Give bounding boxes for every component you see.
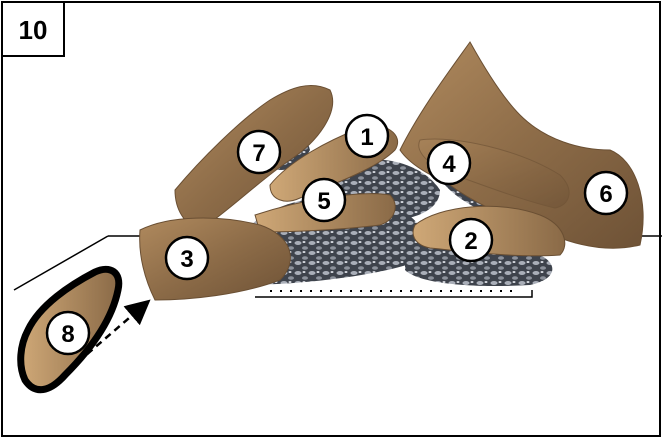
badge-log-4: 4 [428,142,470,184]
badge-log-1: 1 [346,115,388,157]
label-log-5: 5 [317,188,330,215]
label-log-3: 3 [180,246,193,273]
label-log-2: 2 [464,228,477,255]
badge-log-7: 7 [238,131,280,173]
badge-log-2: 2 [450,219,492,261]
label-log-4: 4 [442,151,456,178]
step-number: 10 [19,15,48,45]
badge-log-6: 6 [585,172,627,214]
label-log-1: 1 [360,124,373,151]
badge-log-5: 5 [303,179,345,221]
badge-log-8: 8 [47,312,89,354]
label-log-7: 7 [252,140,265,167]
step-number-box: 10 [2,2,64,56]
label-log-6: 6 [599,181,612,208]
label-log-8: 8 [61,321,74,348]
badge-log-3: 3 [166,237,208,279]
